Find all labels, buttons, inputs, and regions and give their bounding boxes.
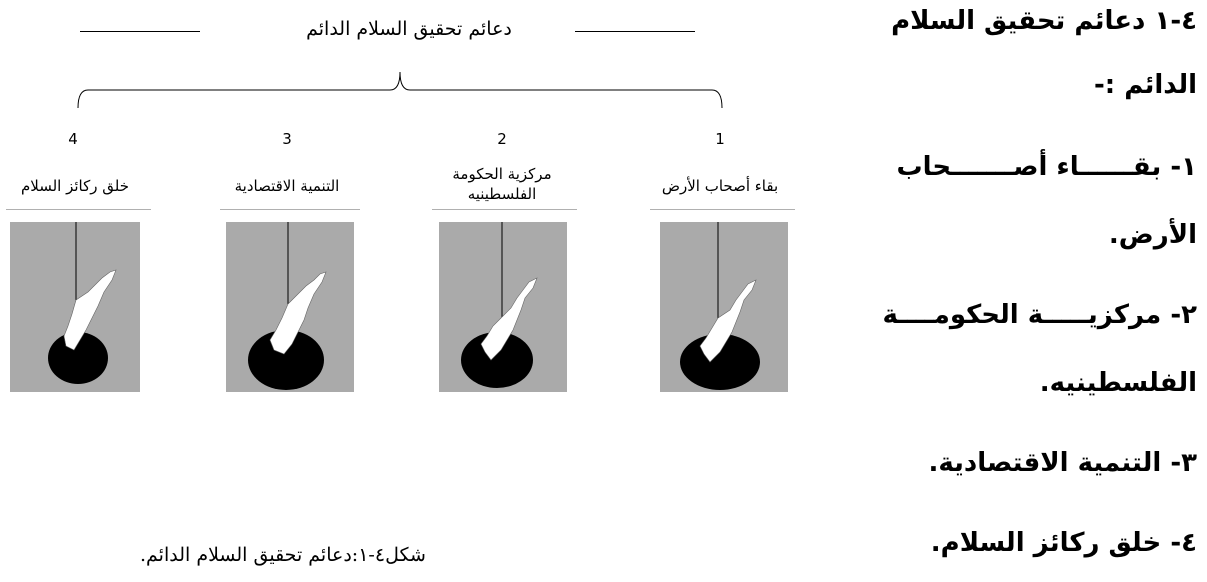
column-label-2: مركزية الحكومة الفلسطينيه xyxy=(452,165,552,203)
list-item-2-line2: الفلسطينيه. xyxy=(1039,368,1197,398)
column-separator-3 xyxy=(220,209,360,210)
list-item-2-line1: ٢- مركزيـــــة الحكومــــة xyxy=(882,300,1197,330)
column-number-3: 3 xyxy=(282,130,292,148)
column-number-1: 1 xyxy=(715,130,725,148)
column-panel-3 xyxy=(226,222,354,392)
figure-caption: شكل٤-١:دعائم تحقيق السلام الدائم. xyxy=(140,544,426,566)
column-separator-2 xyxy=(432,209,577,210)
column-number-2: 2 xyxy=(497,130,507,148)
title-line-left xyxy=(80,31,200,32)
list-item-1-line2: الأرض. xyxy=(1108,220,1197,250)
column-number-4: 4 xyxy=(68,130,78,148)
title-line-right xyxy=(575,31,695,32)
diagram-title: دعائم تحقيق السلام الدائم xyxy=(306,18,512,40)
column-panel-1 xyxy=(660,222,788,392)
column-label-1: بقاء أصحاب الأرض xyxy=(661,177,779,195)
column-separator-4 xyxy=(6,209,151,210)
column-separator-1 xyxy=(650,209,795,210)
column-label-4: خلق ركائز السلام xyxy=(20,177,130,195)
list-item-4: ٤- خلق ركائز السلام. xyxy=(930,528,1197,558)
list-item-3: ٣- التنمية الاقتصادية. xyxy=(928,448,1197,478)
column-panel-4 xyxy=(10,222,140,392)
column-panel-2 xyxy=(439,222,567,392)
list-item-1-line1: ١- بقــــــاء أصـــــــحاب xyxy=(896,152,1197,182)
column-label-3: التنمية الاقتصادية xyxy=(234,177,340,195)
brace xyxy=(77,71,723,109)
section-heading-line2: الدائم :- xyxy=(1094,70,1197,100)
section-heading-line1: ٤-١ دعائم تحقيق السلام xyxy=(891,6,1197,36)
